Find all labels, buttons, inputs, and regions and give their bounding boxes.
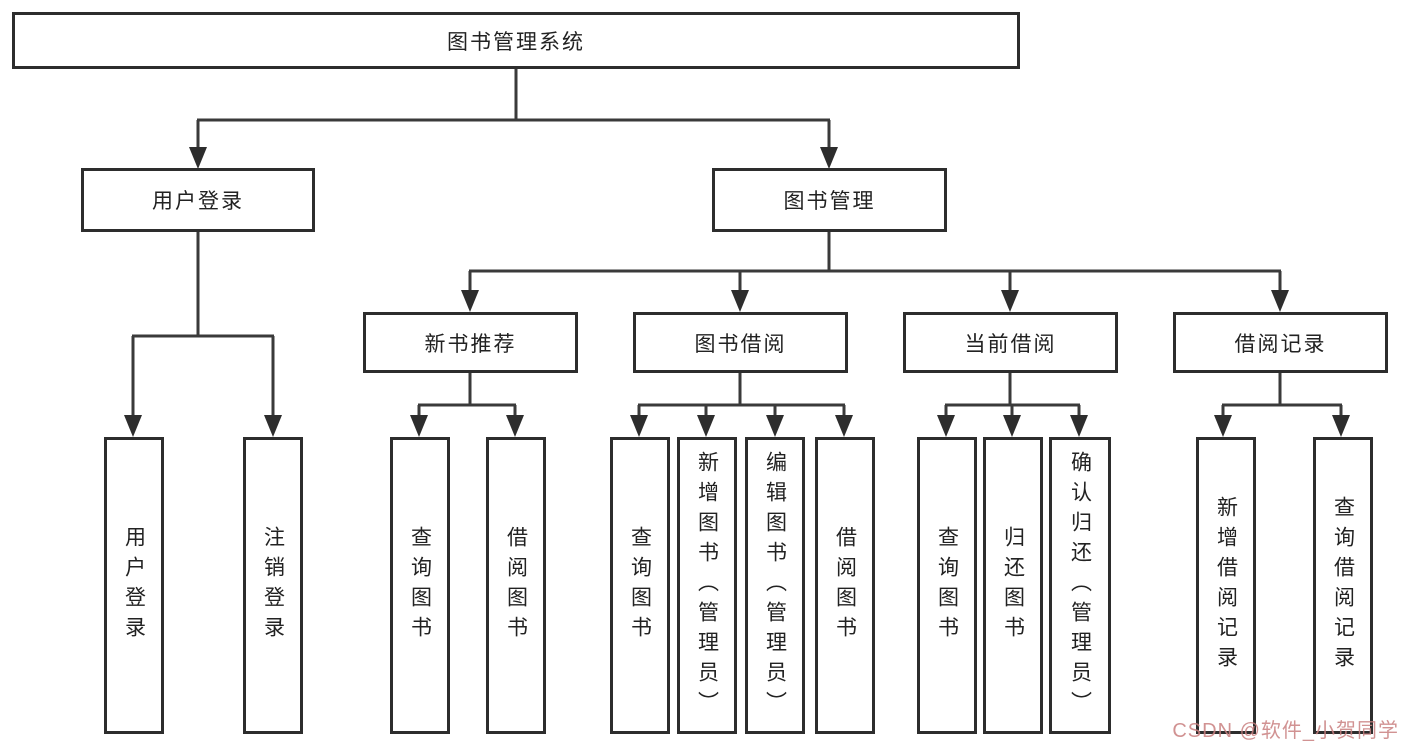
- node-borrowing-records: 借阅记录: [1173, 312, 1388, 373]
- node-label: 用户登录: [122, 525, 146, 646]
- node-label: 借阅图书: [833, 525, 857, 646]
- node-label: 查询图书: [935, 525, 959, 646]
- node-label: 借阅图书: [504, 525, 528, 646]
- node-label: 查询图书: [408, 525, 432, 646]
- leaf-edit-book-admin: 编辑图书（管理员）: [745, 437, 805, 734]
- leaf-query-books: 查询图书: [917, 437, 977, 734]
- node-label: 归还图书: [1001, 525, 1025, 646]
- leaf-return-books: 归还图书: [983, 437, 1043, 734]
- leaf-logout: 注销登录: [243, 437, 303, 734]
- node-label: 用户登录: [152, 190, 244, 213]
- leaf-borrow-books: 借阅图书: [815, 437, 875, 734]
- node-book-borrowing: 图书借阅: [633, 312, 848, 373]
- leaf-query-borrow-record: 查询借阅记录: [1313, 437, 1373, 734]
- node-label: 新增图书（管理员）: [695, 450, 719, 721]
- node-label: 注销登录: [261, 525, 285, 646]
- node-book-management: 图书管理: [712, 168, 947, 232]
- connector-path: [131, 69, 1343, 420]
- leaf-query-books: 查询图书: [390, 437, 450, 734]
- leaf-borrow-books: 借阅图书: [486, 437, 546, 734]
- node-label: 确认归还（管理员）: [1068, 450, 1092, 721]
- node-label: 编辑图书（管理员）: [763, 450, 787, 721]
- leaf-add-book-admin: 新增图书（管理员）: [677, 437, 737, 734]
- node-label: 查询借阅记录: [1331, 495, 1355, 676]
- node-label: 图书管理: [783, 190, 876, 213]
- watermark: CSDN @软件_小贺同学: [1172, 720, 1399, 742]
- node-label: 图书借阅: [694, 332, 787, 356]
- leaf-confirm-return-admin: 确认归还（管理员）: [1049, 437, 1111, 734]
- node-library-management-system: 图书管理系统: [12, 12, 1020, 69]
- node-label: 图书管理系统: [447, 30, 585, 54]
- node-current-borrowing: 当前借阅: [903, 312, 1118, 373]
- arrowhead-icon: [124, 147, 1350, 437]
- leaf-query-books: 查询图书: [610, 437, 670, 734]
- node-user-login: 用户登录: [81, 168, 315, 232]
- node-label: 查询图书: [628, 525, 652, 646]
- leaf-add-borrow-record: 新增借阅记录: [1196, 437, 1256, 734]
- node-label: 当前借阅: [964, 332, 1057, 356]
- node-label: 新书推荐: [424, 332, 517, 356]
- node-new-book-recommendation: 新书推荐: [363, 312, 578, 373]
- node-label: 新增借阅记录: [1214, 495, 1238, 676]
- leaf-user-login: 用户登录: [104, 437, 164, 734]
- node-label: 借阅记录: [1234, 332, 1327, 356]
